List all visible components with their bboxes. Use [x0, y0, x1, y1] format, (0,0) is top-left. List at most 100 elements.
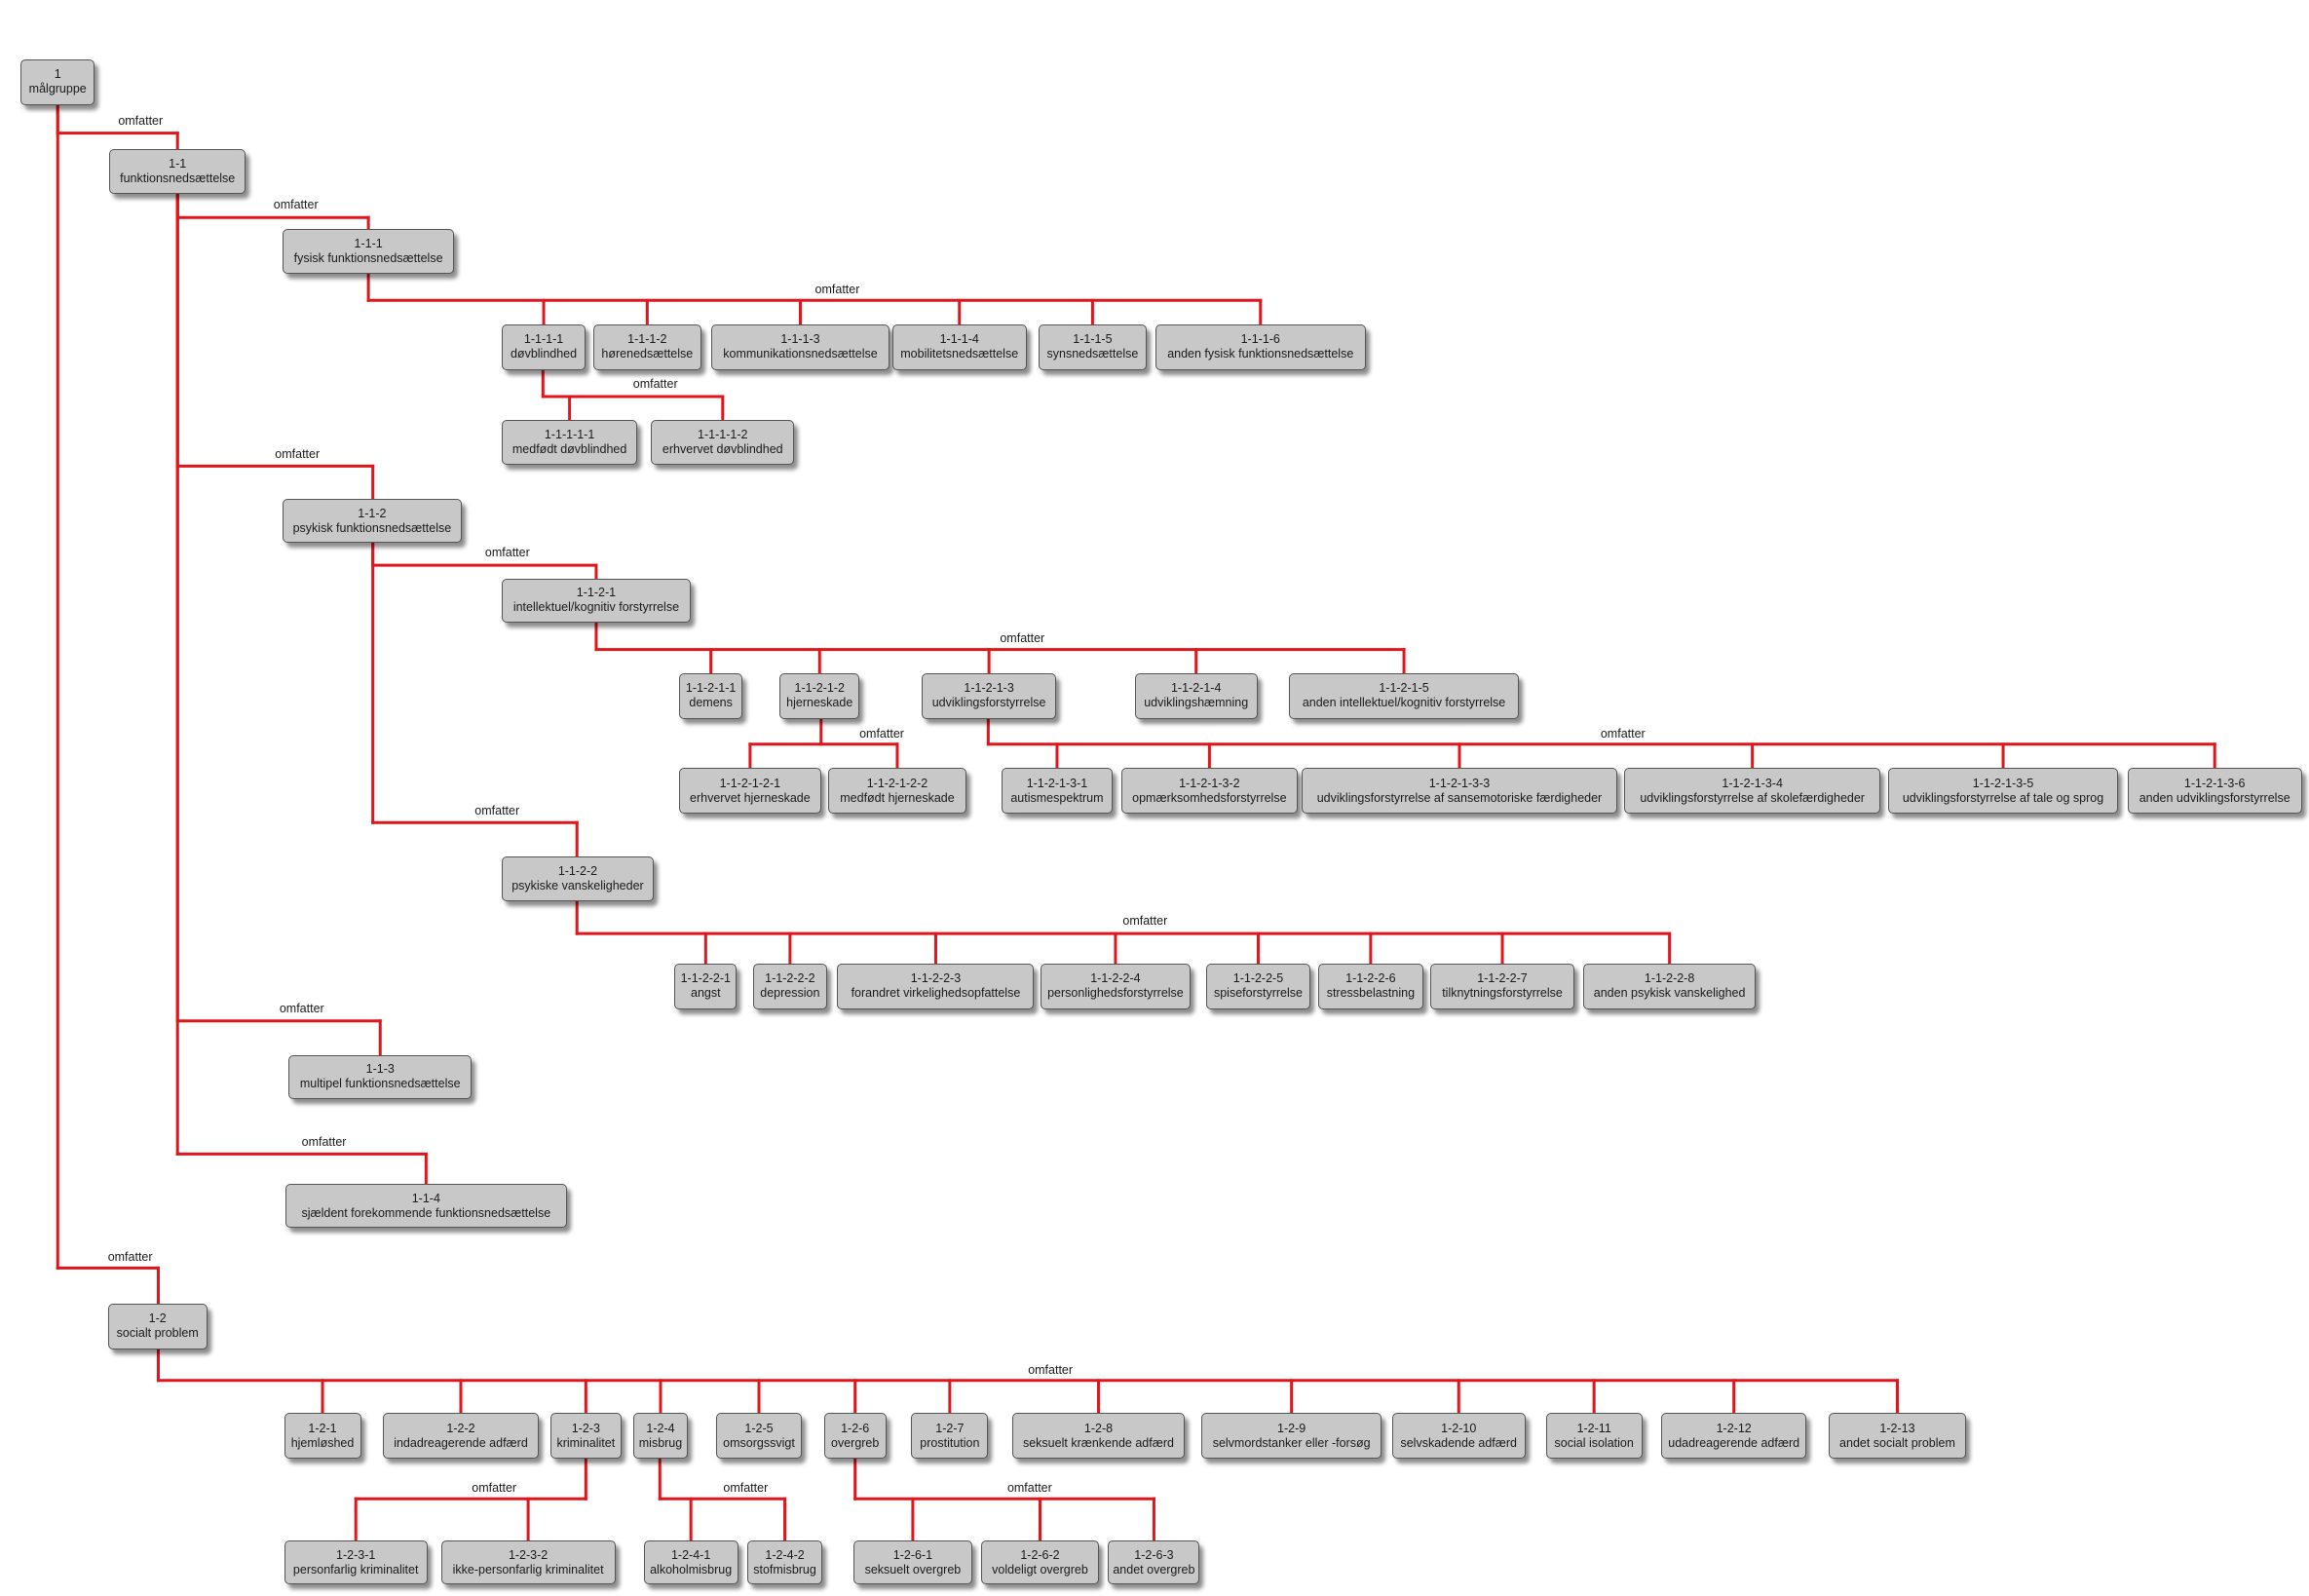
node-id: 1-1-1-5: [1073, 332, 1113, 347]
node-label: udviklingsforstyrrelse af sansemotoriske…: [1316, 790, 1603, 805]
node-id: 1-2-3: [571, 1421, 600, 1435]
node-label: medfødt hjerneskade: [840, 790, 955, 805]
node-label: alkoholmisbrug: [650, 1562, 733, 1577]
node-label: angst: [691, 986, 721, 1001]
node-label: sjældent forekommende funktionsnedsættel…: [301, 1205, 551, 1220]
node-label: andet socialt problem: [1839, 1435, 1955, 1450]
node-id: 1-1-1-2: [627, 332, 667, 347]
node-id: 1-1: [169, 157, 187, 171]
node-id: 1-1-2-2-7: [1477, 971, 1528, 986]
node-label: udviklingsforstyrrelse af skolefærdighed…: [1640, 790, 1865, 805]
relation-label: omfatter: [275, 446, 321, 461]
node-id: 1-1-2-1-5: [1379, 681, 1429, 696]
node-id: 1-1-2-1-3-3: [1428, 776, 1491, 790]
node-id: 1-2-8: [1083, 1421, 1114, 1435]
node-id: 1-2-6-2: [1020, 1547, 1060, 1562]
relation-label: omfatter: [118, 113, 164, 128]
node-label: døvblindhed: [510, 347, 578, 361]
node-id: 1-1-1-3: [780, 332, 820, 347]
node-label: fysisk funktionsnedsættelse: [293, 251, 443, 266]
relation-label: omfatter: [1122, 914, 1168, 929]
node-label: kriminalitet: [556, 1435, 616, 1450]
node-id: 1-2-12: [1716, 1421, 1752, 1435]
node-label: målgruppe: [28, 82, 87, 96]
node-label: anden psykisk vanskelighed: [1593, 986, 1746, 1001]
relation-label: omfatter: [1006, 1481, 1052, 1496]
node-id: 1-1-2-1-4: [1170, 681, 1222, 696]
node-label: funktionsnedsættelse: [120, 171, 236, 186]
relation-label: omfatter: [107, 1250, 153, 1265]
node-label: seksuelt overgreb: [864, 1562, 962, 1577]
relation-label: omfatter: [472, 1481, 517, 1496]
node-label: personlighedsforstyrrelse: [1047, 986, 1184, 1001]
node-label: autismespektrum: [1010, 790, 1104, 805]
node-id: 1-1-2-1-2-1: [719, 776, 781, 790]
node-label: seksuelt krænkende adfærd: [1022, 1435, 1174, 1450]
node-id: 1-1-2-2: [557, 863, 598, 878]
node-id: 1-2-13: [1879, 1421, 1915, 1435]
node-id: 1-1-1-1-1: [544, 428, 595, 442]
node-label: anden fysisk funktionsnedsættelse: [1167, 347, 1354, 361]
node-id: 1-1-1-6: [1240, 332, 1280, 347]
node-label: psykiske vanskeligheder: [511, 878, 644, 893]
